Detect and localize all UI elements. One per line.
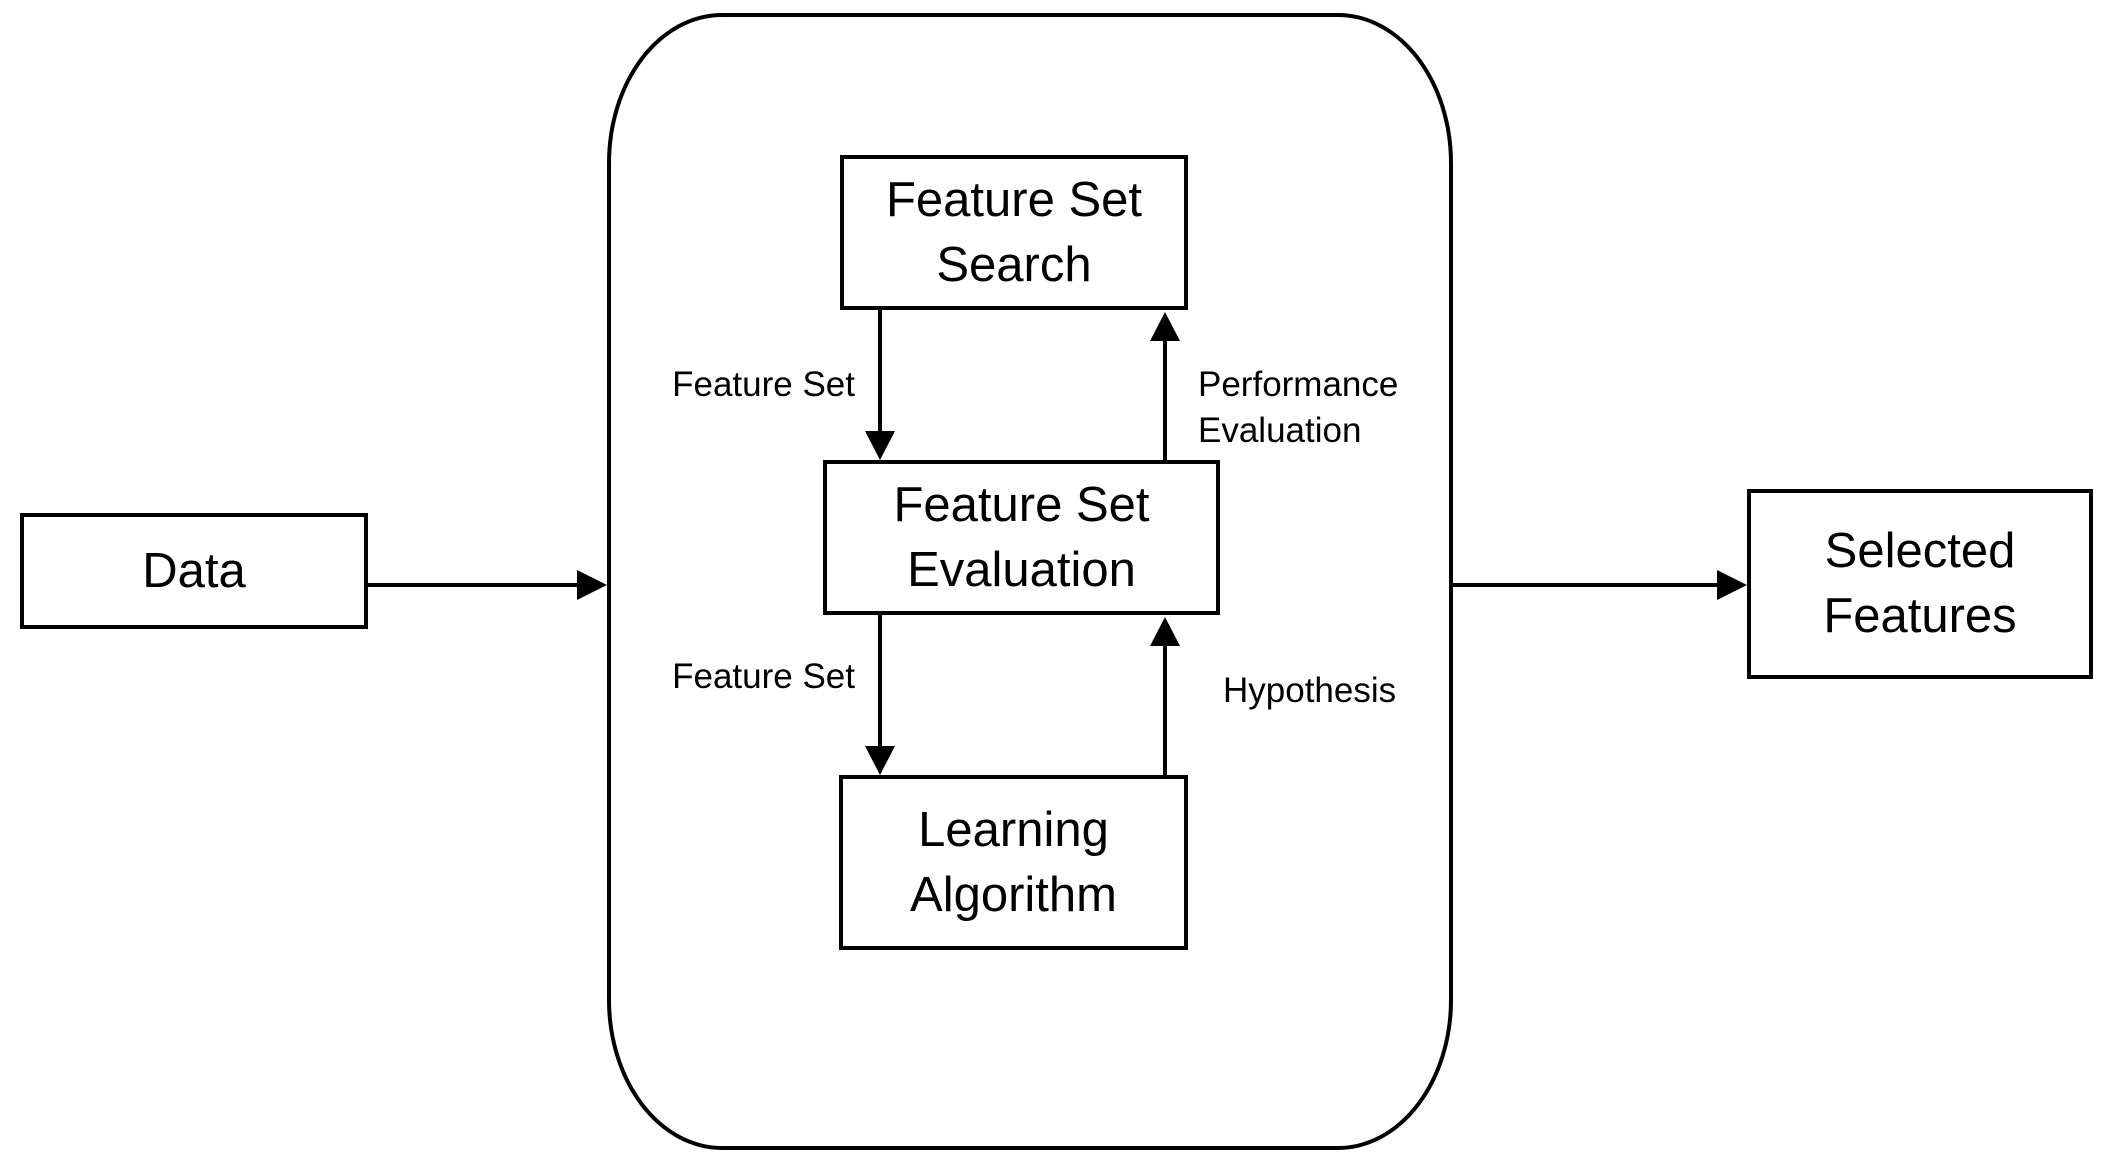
learning-algorithm-label-line2: Algorithm (910, 867, 1117, 922)
selected-features-label-line1: Selected (1824, 524, 2016, 579)
arrow-line-learning-to-evaluation (1163, 644, 1167, 775)
feature-set-edge-label-bottom: Feature Set (672, 657, 855, 696)
arrowhead-data-to-wrapper (577, 570, 607, 600)
arrow-line-evaluation-to-search (1163, 339, 1167, 460)
arrowhead-evaluation-to-learning (865, 746, 895, 775)
learning-algorithm-label-line1: Learning (918, 802, 1109, 857)
data-node: Data (20, 513, 368, 629)
feature-set-evaluation-node: Feature Set Evaluation (823, 460, 1220, 615)
selected-features-label-line2: Features (1823, 589, 2017, 643)
learning-algorithm-node: Learning Algorithm (839, 775, 1188, 950)
performance-evaluation-edge-label-line2: Evaluation (1198, 411, 1362, 450)
data-node-label: Data (142, 543, 246, 598)
arrowhead-wrapper-to-selected (1717, 570, 1747, 600)
arrowhead-learning-to-evaluation (1150, 617, 1180, 646)
arrow-line-search-to-evaluation (878, 310, 882, 434)
arrowhead-search-to-evaluation (865, 431, 895, 460)
feature-set-evaluation-label-line1: Feature Set (893, 477, 1150, 532)
feature-set-evaluation-label-line2: Evaluation (907, 542, 1136, 597)
performance-evaluation-edge-label: Performance Evaluation (1198, 362, 1398, 454)
feature-set-search-label-line1: Feature Set (885, 172, 1143, 227)
feature-set-edge-label-top: Feature Set (672, 365, 855, 404)
performance-evaluation-edge-label-line1: Performance (1198, 365, 1399, 404)
hypothesis-edge-label: Hypothesis (1223, 671, 1397, 710)
arrow-line-evaluation-to-learning (878, 615, 882, 749)
selected-features-node: Selected Features (1747, 489, 2093, 679)
arrow-line-wrapper-to-selected (1451, 583, 1719, 587)
arrowhead-evaluation-to-search (1150, 312, 1180, 341)
feature-set-search-label-line2: Search (936, 237, 1092, 292)
feature-set-search-node: Feature Set Search (840, 155, 1188, 310)
arrow-line-data-to-wrapper (368, 583, 579, 587)
